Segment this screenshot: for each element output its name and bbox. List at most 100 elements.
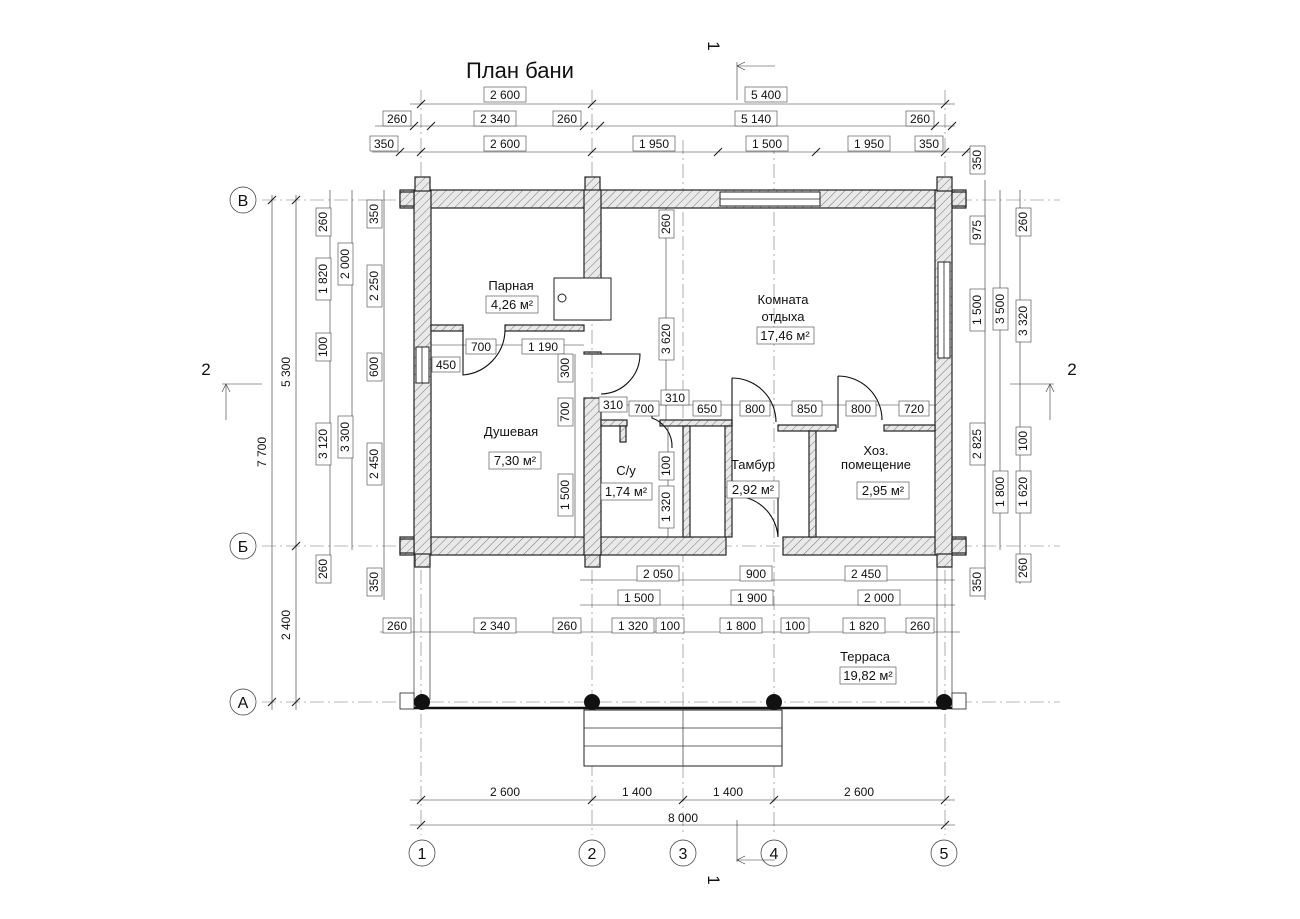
- dim-left5-1: 2 250: [367, 271, 381, 301]
- axis-col-4: 4: [770, 846, 779, 863]
- dim-inner-1500v: 1 500: [558, 480, 572, 510]
- dim-top3-0: 350: [374, 137, 394, 151]
- room-komnata-name2: отдыха: [762, 309, 806, 324]
- dim-left4-0: 2 000: [338, 249, 352, 279]
- dim-terrace1-1: 900: [746, 567, 766, 581]
- terrace: [399, 556, 967, 767]
- room-su-area: 1,74 м²: [605, 484, 648, 499]
- dim-top2-4: 260: [910, 112, 930, 126]
- dim-terrace3-8: 260: [910, 619, 930, 633]
- dim-bottom1-1: 1 400: [622, 785, 652, 799]
- section-2-right: 2: [1067, 360, 1076, 379]
- room-parnaya-area: 4,26 м²: [491, 297, 534, 312]
- section-marks: 1 1 2 2: [201, 41, 1076, 884]
- dim-top3-3: 1 500: [752, 137, 782, 151]
- dim-terrace3-7: 1 820: [849, 619, 879, 633]
- dim-right1-2: 1 500: [970, 295, 984, 325]
- room-hoz-name: Хоз.: [863, 443, 888, 458]
- dim-top2-3: 5 140: [741, 112, 771, 126]
- dim-bottom-total: 8 000: [668, 811, 698, 825]
- dim-right3-4: 260: [1016, 558, 1030, 578]
- dim-left3-0: 260: [316, 212, 330, 232]
- dim-left2-1: 2 400: [279, 610, 293, 640]
- dim-right3-1: 3 320: [1016, 306, 1030, 336]
- dim-top3-1: 2 600: [490, 137, 520, 151]
- section-1-top: 1: [704, 41, 723, 50]
- dim-terrace3-3: 1 320: [618, 619, 648, 633]
- doors: [462, 329, 883, 538]
- dim-terrace2-2: 2 000: [864, 591, 894, 605]
- axis-row-v: В: [238, 193, 249, 210]
- dim-right1-3: 2 825: [970, 429, 984, 459]
- room-tambur-name: Тамбур: [731, 457, 775, 472]
- dim-right3-2: 100: [1016, 431, 1030, 451]
- dim-inner-100v: 100: [659, 456, 673, 476]
- axis-col-1: 1: [418, 846, 427, 863]
- dim-left2-0: 5 300: [279, 357, 293, 387]
- dim-inner-300: 300: [558, 358, 572, 378]
- axis-row-a: А: [238, 695, 249, 712]
- dim-right2-0: 3 500: [993, 294, 1007, 324]
- dim-top2-2: 260: [557, 112, 577, 126]
- dim-terrace3-4: 100: [660, 619, 680, 633]
- dim-inner-850: 850: [797, 402, 817, 416]
- dim-terrace2-0: 1 500: [624, 591, 654, 605]
- walls: [399, 176, 967, 568]
- room-terrasa-area: 19,82 м²: [843, 668, 893, 683]
- dim-terrace3-6: 100: [785, 619, 805, 633]
- dim-terrace3-5: 1 800: [726, 619, 756, 633]
- dim-left5-2: 600: [367, 357, 381, 377]
- dim-terrace3-0: 260: [387, 619, 407, 633]
- room-dushevaya-area: 7,30 м²: [494, 453, 537, 468]
- dim-terrace3-1: 2 340: [480, 619, 510, 633]
- dim-inner-310a: 310: [603, 398, 623, 412]
- dim-bottom1-0: 2 600: [490, 785, 520, 799]
- room-su-name: С/у: [616, 463, 636, 478]
- dim-right2-1: 1 800: [993, 477, 1007, 507]
- dim-inner-700a: 700: [471, 340, 491, 354]
- dim-right1-4: 350: [970, 572, 984, 592]
- dim-left3-3: 3 120: [316, 429, 330, 459]
- section-2-left: 2: [201, 360, 210, 379]
- dim-top3-2: 1 950: [639, 137, 669, 151]
- dim-left1-0: 7 700: [255, 437, 269, 467]
- sauna-stove: [553, 277, 612, 321]
- dim-left5-0: 350: [367, 204, 381, 224]
- dim-top3-4: 1 950: [854, 137, 884, 151]
- axis-col-2: 2: [588, 846, 597, 863]
- plan-title: План бани: [466, 58, 574, 83]
- axis-bubbles: 1 2 3 4 5 В Б А: [229, 186, 958, 867]
- section-1-bottom: 1: [704, 875, 723, 884]
- dim-top3-5: 350: [919, 137, 939, 151]
- dim-terrace1-0: 2 050: [643, 567, 673, 581]
- dim-inner-3620: 3 620: [659, 324, 673, 354]
- dimension-labels: 2 600 5 400 260 2 340 260 5 140 260 350 …: [255, 86, 1032, 825]
- dim-inner-310b: 310: [665, 391, 685, 405]
- dim-right1-0: 350: [970, 150, 984, 170]
- dim-top2-1: 2 340: [480, 112, 510, 126]
- axis-row-b: Б: [238, 539, 249, 556]
- dim-inner-720: 720: [904, 402, 924, 416]
- room-labels: Парная 4,26 м² Комната отдыха 17,46 м² Д…: [484, 278, 911, 685]
- dim-inner-650: 650: [697, 402, 717, 416]
- dim-top2-0: 260: [387, 112, 407, 126]
- dim-terrace3-2: 260: [557, 619, 577, 633]
- room-terrasa-name: Терраса: [840, 649, 891, 664]
- dim-right3-3: 1 620: [1016, 477, 1030, 507]
- dim-terrace2-1: 1 900: [737, 591, 767, 605]
- dim-left5-3: 2 450: [367, 449, 381, 479]
- room-komnata-area: 17,46 м²: [760, 328, 810, 343]
- dim-inner-700b: 700: [634, 402, 654, 416]
- room-parnaya-name: Парная: [488, 278, 533, 293]
- dim-left4-1: 3 300: [338, 422, 352, 452]
- dim-right3-0: 260: [1016, 212, 1030, 232]
- room-dushevaya-name: Душевая: [484, 424, 538, 439]
- dim-inner-1190: 1 190: [528, 340, 558, 354]
- dim-top1-1: 5 400: [751, 88, 781, 102]
- room-hoz-name2: помещение: [841, 457, 911, 472]
- dim-left3-4: 260: [316, 559, 330, 579]
- room-komnata-name: Комната: [758, 292, 810, 307]
- room-hoz-area: 2,95 м²: [862, 483, 905, 498]
- dim-bottom1-2: 1 400: [713, 785, 743, 799]
